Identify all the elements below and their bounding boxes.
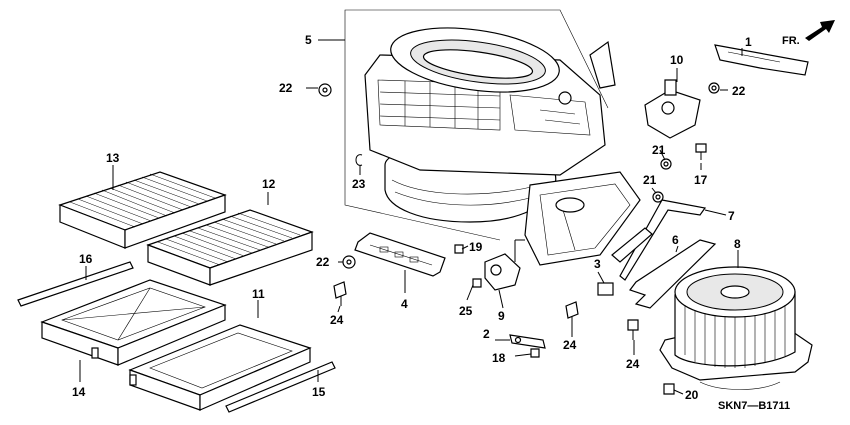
mounting-bracket [714,44,809,76]
callout-13: 13 [106,151,120,165]
callout-23: 23 [352,177,366,191]
assembly-bracket-line-lower [344,38,501,241]
assembly-bracket-line [344,9,609,109]
blower-motor [659,266,813,390]
callout-21-upper: 21 [652,143,666,157]
callout-24-left: 24 [330,313,344,327]
callout-14: 14 [72,385,86,399]
front-arrow-icon [805,20,835,41]
air-filter-upper [58,171,227,249]
seal-strip-left [17,261,134,307]
callout-12: 12 [262,177,276,191]
power-transistor [354,232,446,277]
callout-22-lower: 22 [316,255,330,269]
callout-24-right: 24 [626,357,640,371]
mounting-bracket-small [589,40,616,89]
seal-frame [619,199,707,281]
callout-17: 17 [694,173,708,187]
callout-21-lower: 21 [643,173,657,187]
callout-1: 1 [745,35,752,49]
callout-25: 25 [459,304,473,318]
callout-5: 5 [305,33,312,47]
callout-16: 16 [79,252,93,266]
callout-3: 3 [594,257,601,271]
callout-10: 10 [670,53,684,67]
callout-15: 15 [312,385,326,399]
callout-2: 2 [483,327,490,341]
callout-labels: 1 2 3 4 5 6 7 8 9 10 11 12 13 14 15 16 1… [72,33,752,402]
callout-8: 8 [734,237,741,251]
duct-housing [524,171,641,266]
leader-lines [79,39,743,395]
callout-19: 19 [469,240,483,254]
mode-actuator [644,79,701,139]
front-direction-indicator: FR. [782,20,835,47]
seal-gasket [629,239,717,309]
callout-11: 11 [252,287,265,301]
callout-4: 4 [401,297,408,311]
callout-24-middle: 24 [563,338,577,352]
callout-22-top-right: 22 [732,84,746,98]
callout-20: 20 [685,388,699,402]
callout-18: 18 [492,351,506,365]
drawing-code: SKN7—B1711 [718,400,790,412]
front-direction-label: FR. [782,35,800,47]
callout-7: 7 [728,209,735,223]
callout-22-top-left: 22 [279,81,293,95]
sensor-part [597,282,614,296]
heater-unit-assembly [364,27,606,223]
filter-case-upper [40,279,227,366]
seal-strip-right [225,361,336,413]
thermistor [484,253,521,291]
air-filter-lower [146,209,314,286]
fasteners [318,82,720,395]
callout-6: 6 [672,233,679,247]
filter-case-lower [128,324,312,411]
callout-9: 9 [498,309,505,323]
